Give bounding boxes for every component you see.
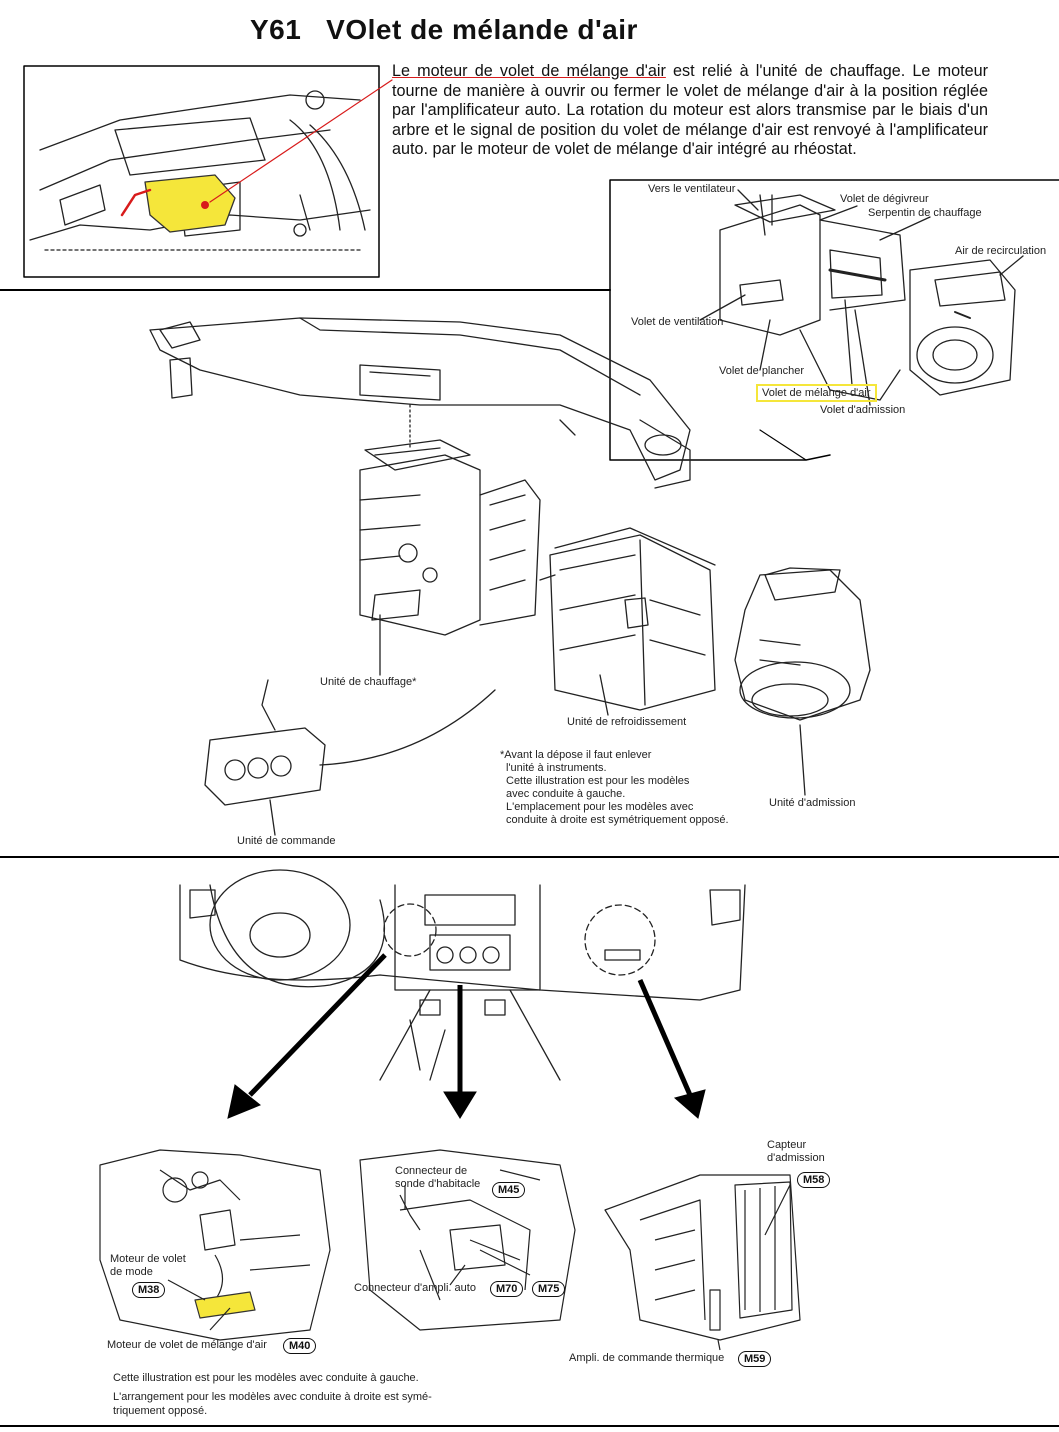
note-line: triquement opposé. (113, 1405, 208, 1417)
label-vers-ventilateur: Vers le ventilateur (648, 183, 736, 195)
note-line: Cette illustration est pour les modèles … (113, 1372, 419, 1384)
label-unite-admission: Unité d'admission (769, 797, 856, 809)
label-volet-ventilation: Volet de ventilation (631, 316, 724, 328)
duct-sketch (149, 317, 691, 489)
label-volet-plancher: Volet de plancher (719, 365, 805, 377)
intake-unit-sketch (734, 567, 871, 721)
connector-badge-m59: M59 (738, 1351, 772, 1367)
note-line: *Avant la dépose il faut enlever (500, 749, 652, 761)
label-air-recirculation: Air de recirculation (955, 245, 1047, 257)
dashboard-overview-sketch (179, 869, 746, 1081)
note-line: l'unité à instruments. (506, 762, 607, 774)
connector-badge-m58: M58 (797, 1172, 831, 1188)
label-moteur-mode: Moteur de volet de mode (110, 1253, 186, 1279)
connector-badge-m38: M38 (132, 1282, 166, 1298)
label-volet-melange-highlighted: Volet de mélange d'air (756, 384, 877, 402)
description-text: est relié à l'unité de chauffage. Le mot… (392, 62, 988, 158)
page-title: Y61 VOlet de mélande d'air (250, 14, 638, 45)
label-unite-chauffage: Unité de chauffage* (320, 676, 417, 688)
label-volet-degivreur: Volet de dégivreur (840, 193, 929, 205)
label-connecteur-ampli: Connecteur d'ampli. auto (354, 1282, 476, 1294)
label-line: sonde d'habitacle (395, 1178, 481, 1190)
connector-badge-m45: M45 (492, 1182, 526, 1198)
label-unite-refroidissement: Unité de refroidissement (567, 716, 687, 728)
exploded-note: *Avant la dépose il faut enlever l'unité… (500, 749, 729, 827)
note-line: Cette illustration est pour les modèles (506, 775, 690, 787)
cabin-sensor-detail-sketch (359, 1149, 576, 1331)
cooling-unit-sketch (539, 527, 716, 711)
label-serpentin: Serpentin de chauffage (868, 207, 982, 219)
note-line: L'emplacement pour les modèles avec (506, 801, 694, 813)
control-unit-sketch (204, 679, 496, 806)
label-line: Moteur de volet (110, 1253, 186, 1265)
label-connecteur-sonde: Connecteur de sonde d'habitacle (395, 1165, 480, 1191)
note-line: avec conduite à gauche. (506, 788, 626, 800)
label-ampli-commande: Ampli. de commande thermique (569, 1352, 725, 1364)
label-line: d'admission (767, 1152, 825, 1164)
connector-badge-m40: M40 (283, 1338, 317, 1354)
mode-motor-detail-sketch (99, 1149, 331, 1341)
note-line: L'arrangement pour les modèles avec cond… (113, 1391, 432, 1403)
intake-sensor-detail-sketch (604, 1174, 801, 1341)
label-volet-admission: Volet d'admission (820, 404, 906, 416)
connector-badge-m70: M70 (490, 1281, 524, 1297)
description-underlined: Le moteur de volet de mélange d'air (392, 62, 666, 80)
label-line: Connecteur de (395, 1165, 468, 1177)
bottom-note: Cette illustration est pour les modèles … (113, 1371, 432, 1418)
label-line: Capteur (767, 1139, 807, 1151)
note-line: conduite à droite est symétriquement opp… (506, 814, 729, 826)
label-capteur-admission: Capteur d'admission (767, 1139, 825, 1165)
label-moteur-melange: Moteur de volet de mélange d'air (107, 1339, 267, 1351)
label-unite-commande: Unité de commande (237, 835, 336, 847)
airflow-inset-sketch (719, 194, 1016, 401)
heater-unit-sketch (359, 439, 541, 636)
connector-badge-m75: M75 (532, 1281, 566, 1297)
motor-location-sketch (29, 90, 371, 251)
description-paragraph: Le moteur de volet de mélange d'air est … (392, 62, 988, 160)
label-line: de mode (110, 1266, 153, 1278)
